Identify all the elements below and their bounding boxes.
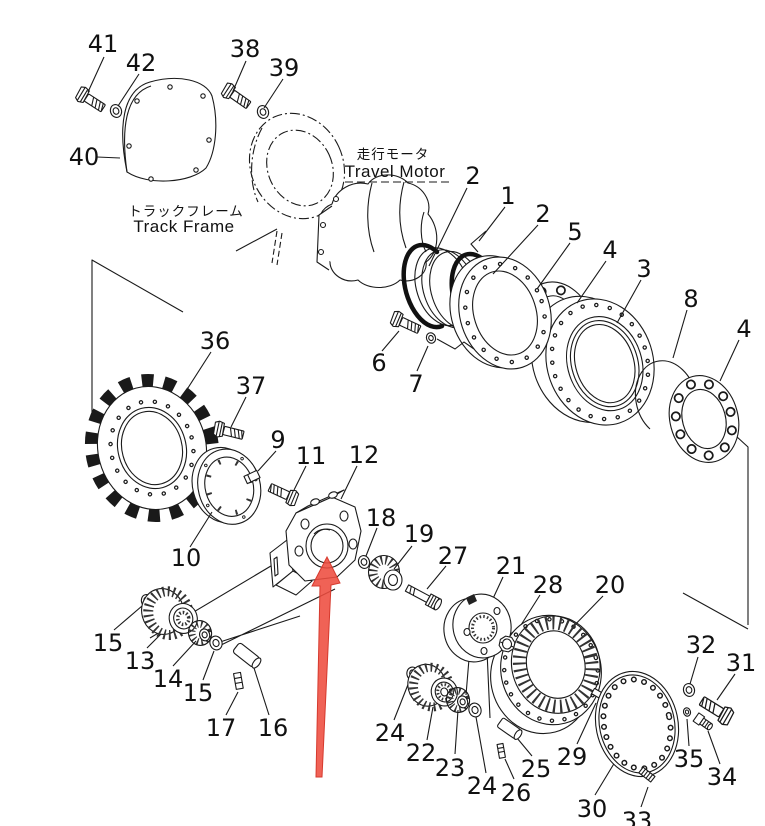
part-12-holder-block [269, 489, 362, 596]
part-20-ring-gear [490, 614, 602, 735]
part-label-5: 5 [567, 218, 583, 246]
part-10-ring [191, 446, 262, 525]
part-41-bolt [73, 84, 109, 116]
part-33-pin [638, 766, 656, 783]
part-label-28: 28 [532, 571, 564, 599]
part-label-32: 32 [685, 631, 717, 659]
part-label-1: 1 [500, 182, 516, 210]
part-label-34: 34 [706, 763, 738, 791]
part-25-pin [497, 717, 523, 740]
part-9-clip [243, 469, 261, 485]
red-pointer-arrow [311, 555, 341, 778]
part-label-31: 31 [725, 649, 757, 677]
part-label-14: 14 [152, 665, 184, 693]
part-11-bolt [265, 479, 301, 508]
track-frame-label-en: Track Frame [133, 217, 235, 236]
part-label-41: 41 [87, 30, 119, 58]
part-label-10: 10 [170, 544, 202, 572]
part-label-42: 42 [125, 49, 157, 77]
part-4-bearing-b [668, 375, 740, 463]
part-5-flange [449, 255, 552, 370]
part-label-13: 13 [124, 647, 156, 675]
part-label-39: 39 [268, 54, 300, 82]
travel-motor-label-jp: 走行モータ [356, 147, 430, 162]
part-label-38: 38 [229, 35, 261, 63]
part-label-22: 22 [405, 739, 437, 767]
leader-lines [87, 56, 740, 808]
part-label-3: 3 [636, 255, 652, 283]
part-label-24: 24 [374, 719, 406, 747]
part-label-21: 21 [495, 552, 527, 580]
travel-motor-body [316, 174, 438, 289]
part-13-gear [141, 586, 198, 641]
part-17-pin [233, 671, 244, 690]
part-24-washer-b [468, 702, 482, 718]
part-15-washer-b [209, 635, 223, 651]
part-22-gear [407, 662, 458, 712]
part-40-cover-plate [122, 77, 217, 182]
part-38-bolt [218, 80, 254, 113]
part-28-nut [498, 635, 516, 653]
part-14-roller [187, 620, 213, 646]
part-label-29: 29 [556, 743, 588, 771]
part-label-8: 8 [683, 285, 699, 313]
part-3-ring-gear [530, 295, 655, 426]
part-19-coupling [367, 554, 403, 591]
travel-motor-label-en: Travel Motor [344, 162, 446, 181]
part-label-16: 16 [257, 714, 289, 742]
part-39-washer [256, 105, 270, 119]
part-label-23: 23 [434, 754, 466, 782]
part-label-11: 11 [295, 442, 327, 470]
part-label-40: 40 [68, 143, 100, 171]
part-label-4: 4 [736, 315, 752, 343]
part-16-pin [232, 642, 262, 669]
part-label-24: 24 [466, 772, 498, 800]
part-label-7: 7 [408, 370, 424, 398]
part-21-hub [443, 593, 512, 663]
part-label-2: 2 [535, 200, 551, 228]
part-label-2: 2 [465, 162, 481, 190]
part-label-18: 18 [365, 504, 397, 532]
part-26-pin [496, 742, 506, 759]
part-label-6: 6 [371, 349, 387, 377]
part-label-15: 15 [92, 629, 124, 657]
part-label-4: 4 [602, 236, 618, 264]
part-label-36: 36 [199, 327, 231, 355]
part-label-26: 26 [500, 779, 532, 807]
part-2-snap-ring-a [401, 242, 445, 330]
part-label-9: 9 [270, 426, 286, 454]
part-label-35: 35 [673, 745, 705, 773]
part-label-30: 30 [576, 795, 608, 823]
part-23-roller [445, 687, 471, 713]
part-7-washer [425, 332, 437, 344]
part-34-plug [692, 712, 713, 731]
track-frame-label-jp: トラックフレーム [128, 204, 244, 219]
part-label-37: 37 [235, 372, 267, 400]
part-32-washer [682, 683, 696, 697]
part-label-15: 15 [182, 679, 214, 707]
part-label-27: 27 [437, 542, 469, 570]
part-label-33: 33 [621, 807, 653, 826]
part-27-shaft [404, 584, 443, 611]
part-label-12: 12 [348, 441, 380, 469]
part-label-19: 19 [403, 520, 435, 548]
part-42-washer [109, 104, 123, 118]
part-label-25: 25 [520, 755, 552, 783]
part-35-washer [682, 707, 692, 717]
part-36-sprocket [84, 374, 220, 522]
part-label-20: 20 [594, 571, 626, 599]
part-label-17: 17 [205, 714, 237, 742]
part-18-washer [357, 555, 371, 569]
